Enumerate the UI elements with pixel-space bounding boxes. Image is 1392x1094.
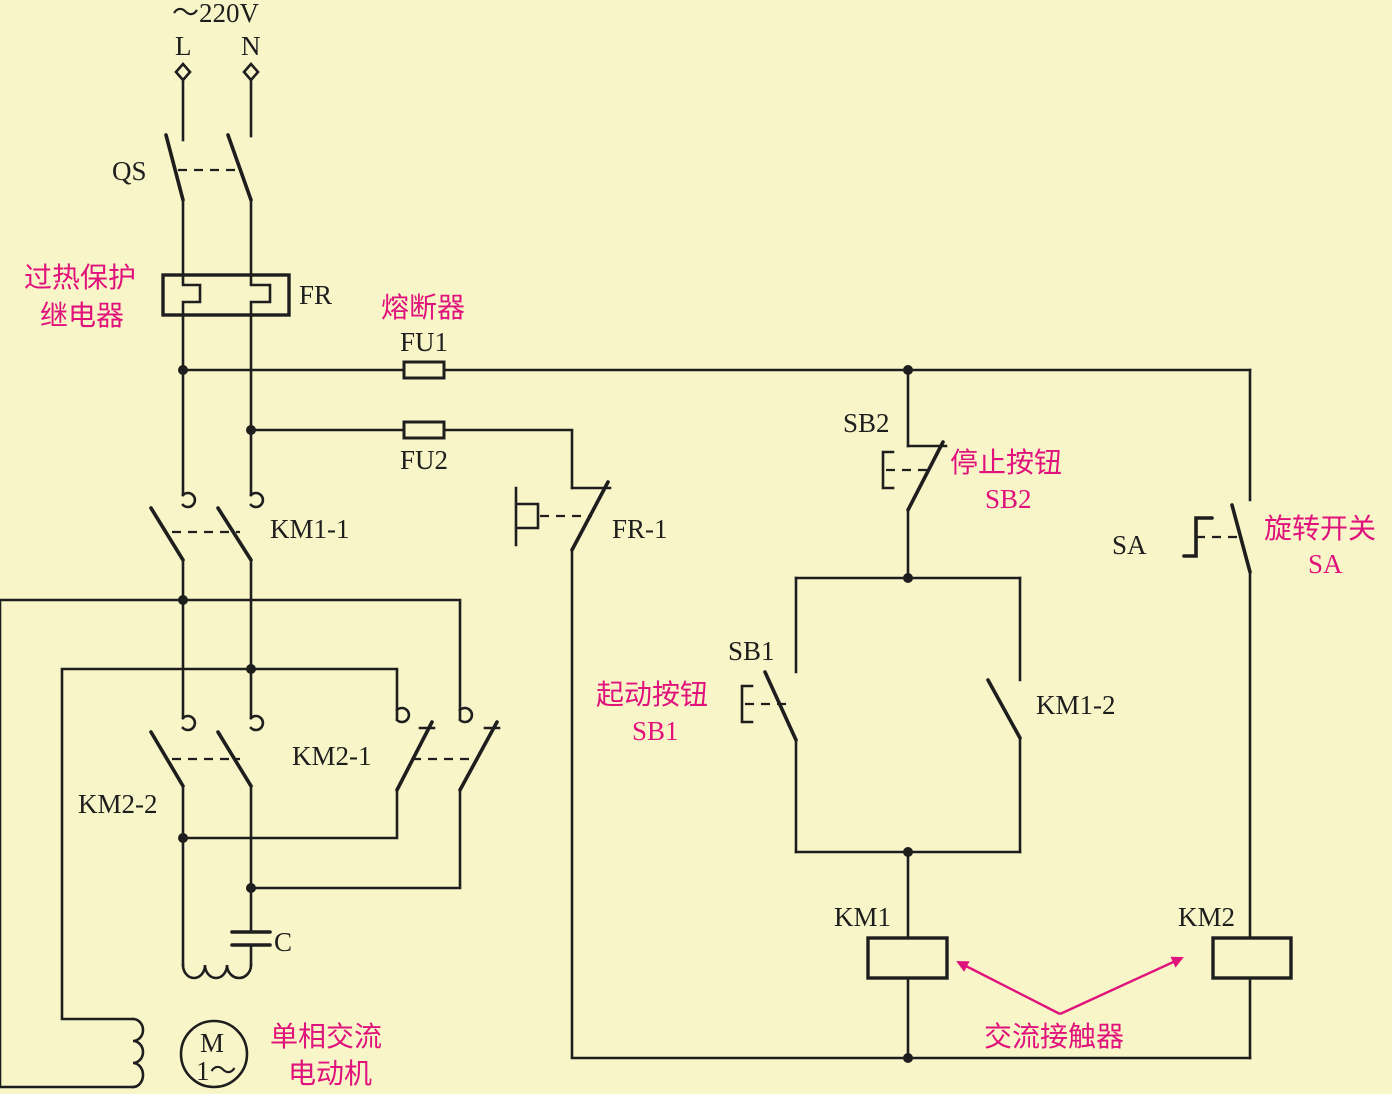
km2-label: KM2 [1178, 902, 1235, 932]
start-branch: SB1 起动按钮 SB1 KM1-2 [596, 576, 1116, 940]
fuse-name: 熔断器 [381, 291, 465, 324]
km2-coil-box [1211, 936, 1293, 980]
start-button-tag: SB1 [632, 716, 679, 746]
fu1-label: FU1 [400, 327, 448, 357]
km1-coil: KM1 [834, 902, 949, 1063]
fu2-fuse: FU2 [249, 420, 574, 490]
aux-winding-wiring [0, 598, 462, 1089]
neutral-terminal-icon [242, 62, 260, 82]
contactor-name: 交流接触器 [984, 1020, 1124, 1053]
motor-phase-label: 1～ [196, 1056, 237, 1086]
motor-name-line1: 单相交流 [270, 1020, 382, 1053]
km1-1-contact: KM1-1 [149, 491, 350, 720]
sb1-label: SB1 [728, 636, 775, 666]
neutral-terminal-label: N [241, 31, 261, 61]
km1-label: KM1 [834, 902, 891, 932]
fr-label: FR [299, 280, 332, 310]
sa-label: SA [1112, 530, 1147, 560]
km2-1-label: KM2-1 [292, 741, 372, 771]
supply-voltage-label: ～220V [172, 0, 259, 28]
main-power-lines [178, 313, 256, 497]
fr-name-line1: 过热保护 [24, 261, 136, 294]
start-button-name: 起动按钮 [596, 678, 708, 711]
rotary-switch-tag: SA [1308, 549, 1343, 579]
stop-button-tag: SB2 [985, 484, 1032, 514]
motor: M 1～ 单相交流 电动机 [179, 1019, 382, 1090]
km1-1-label: KM1-1 [270, 514, 350, 544]
sb2-stop-button: SB2 停止按钮 SB2 [843, 368, 1062, 583]
km2-1-contact: KM2-1 [292, 706, 501, 792]
line-terminal-icon [174, 62, 192, 82]
capacitor-label: C [274, 927, 292, 957]
fu2-label: FU2 [400, 445, 448, 475]
km2-2-contact: KM2-2 [78, 714, 265, 819]
qs-switch: QS [112, 78, 253, 202]
capacitor: C [230, 927, 292, 967]
sa-rotary-switch: SA 旋转开关 SA [1112, 368, 1376, 940]
fu1-fuse: 熔断器 FU1 [181, 291, 1252, 380]
motor-icon [179, 1019, 249, 1089]
qs-label: QS [112, 156, 147, 186]
fr-name-line2: 继电器 [40, 299, 124, 332]
km1-2-label: KM1-2 [1036, 690, 1116, 720]
fr-1-contact: FR-1 [514, 480, 1252, 1060]
motor-m-label: M [200, 1028, 224, 1058]
arrow-to-km2-icon [1059, 956, 1184, 1016]
aux-winding-coil-icon [131, 1017, 145, 1089]
line-terminal-label: L [175, 31, 192, 61]
motor-name-line2: 电动机 [288, 1057, 372, 1090]
km2-2-label: KM2-2 [78, 789, 158, 819]
stop-button-name: 停止按钮 [950, 446, 1062, 479]
fr-1-label: FR-1 [612, 514, 668, 544]
arrow-to-km1-icon [956, 960, 1061, 1016]
sb2-label: SB2 [843, 408, 890, 438]
fr-thermal-relay: FR 过热保护 继电器 [24, 198, 332, 332]
main-winding-coil-icon [181, 963, 253, 980]
km1-coil-box [866, 936, 949, 980]
motor-main-winding-wiring [178, 784, 462, 967]
contactor-annotation: 交流接触器 [956, 956, 1184, 1053]
supply-terminals: ～220V L N [172, 0, 261, 82]
rotary-switch-name: 旋转开关 [1264, 512, 1376, 545]
km2-coil: KM2 [1178, 902, 1293, 1060]
